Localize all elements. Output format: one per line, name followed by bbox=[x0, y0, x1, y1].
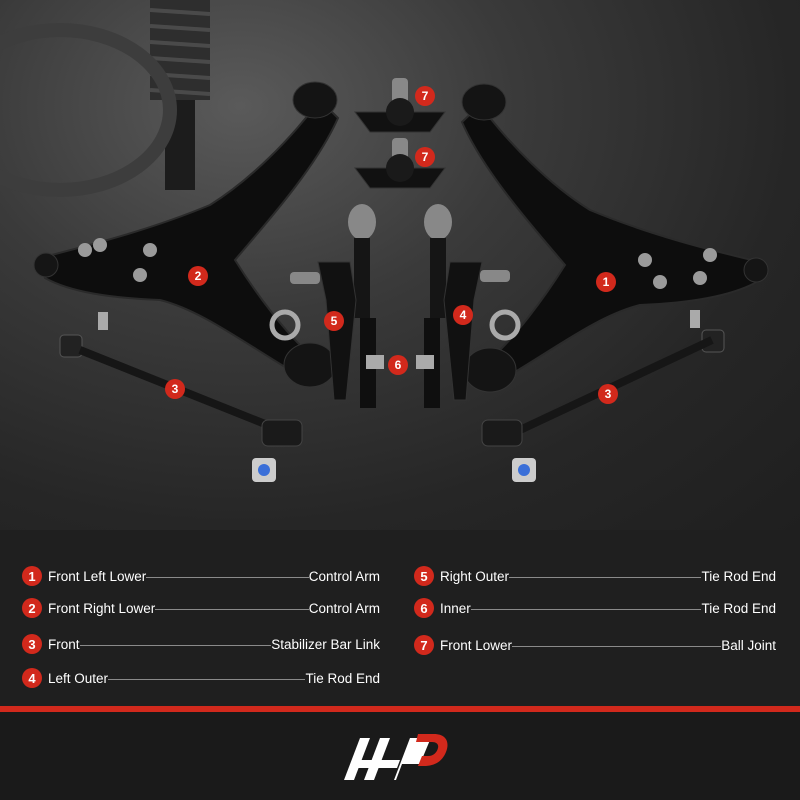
legend-number-badge: 4 bbox=[22, 668, 42, 688]
legend-item: 1 Front Left Lower Control Arm bbox=[22, 564, 380, 588]
legend-part-type: Tie Rod End bbox=[305, 670, 380, 686]
parts-legend: 1 Front Left Lower Control Arm 2 Front R… bbox=[0, 545, 800, 705]
legend-leader-line bbox=[509, 576, 702, 578]
callout-1: 1 bbox=[596, 272, 616, 292]
left-arm-bolt bbox=[78, 243, 92, 257]
inner-tie-rod-left bbox=[348, 204, 384, 408]
legend-part-position: Right Outer bbox=[440, 568, 510, 584]
right-arm-bolt bbox=[638, 253, 652, 267]
legend-part-type: Ball Joint bbox=[721, 637, 776, 653]
ball-joint-top bbox=[354, 78, 446, 133]
legend-part-position: Front Right Lower bbox=[48, 600, 156, 616]
legend-number-badge: 7 bbox=[414, 635, 434, 655]
ball-joint-bottom bbox=[354, 138, 446, 189]
left-control-arm-shape bbox=[38, 98, 340, 372]
legend-leader-line bbox=[108, 678, 306, 680]
legend-number-badge: 3 bbox=[22, 634, 42, 654]
legend-item: 5 Right Outer Tie Rod End bbox=[414, 564, 776, 588]
legend-part-position: Front bbox=[48, 636, 80, 652]
legend-part-position: Front Left Lower bbox=[48, 568, 147, 584]
legend-leader-line bbox=[79, 644, 272, 646]
callout-4: 4 bbox=[453, 305, 473, 325]
legend-item: 2 Front Right Lower Control Arm bbox=[22, 596, 380, 620]
left-arm-bushing-top bbox=[292, 81, 338, 119]
outer-tie-rod-left bbox=[269, 261, 357, 401]
legend-item: 4 Left Outer Tie Rod End bbox=[22, 666, 380, 690]
legend-part-type: Control Arm bbox=[308, 568, 380, 584]
legend-part-position: Inner bbox=[440, 600, 471, 616]
legend-leader-line bbox=[155, 608, 309, 610]
callout-2: 2 bbox=[188, 266, 208, 286]
legend-item: 7 Front Lower Ball Joint bbox=[414, 633, 776, 657]
callout-6: 6 bbox=[388, 355, 408, 375]
callout-3-left: 3 bbox=[165, 379, 185, 399]
left-arm-bolt bbox=[143, 243, 157, 257]
right-arm-bushing-bottom bbox=[463, 347, 517, 393]
legend-item: 6 Inner Tie Rod End bbox=[414, 596, 776, 620]
suspension-parts-illustration bbox=[0, 0, 769, 482]
callout-5: 5 bbox=[324, 311, 344, 331]
legend-number-badge: 1 bbox=[22, 566, 42, 586]
right-arm-bolt bbox=[703, 248, 717, 262]
legend-number-badge: 5 bbox=[414, 566, 434, 586]
legend-part-type: Tie Rod End bbox=[701, 568, 776, 584]
inner-tie-rod-right bbox=[416, 204, 452, 408]
legend-part-type: Tie Rod End bbox=[701, 600, 776, 616]
right-arm-bolt bbox=[653, 275, 667, 289]
legend-item: 3 Front Stabilizer Bar Link bbox=[22, 632, 380, 656]
tire-shape bbox=[0, 23, 177, 197]
product-photo: 2 1 3 3 4 5 6 7 7 bbox=[0, 0, 800, 530]
legend-leader-line bbox=[146, 576, 309, 578]
legend-part-position: Front Lower bbox=[440, 637, 513, 653]
right-arm-bushing-top bbox=[461, 83, 507, 121]
accent-stripe bbox=[0, 706, 800, 712]
callout-7-top: 7 bbox=[415, 86, 435, 106]
legend-leader-line bbox=[512, 645, 722, 647]
legend-leader-line bbox=[470, 608, 702, 610]
footer-bar bbox=[0, 712, 800, 800]
left-arm-bolt bbox=[93, 238, 107, 252]
left-arm-end bbox=[33, 252, 59, 278]
legend-part-position: Left Outer bbox=[48, 670, 109, 686]
legend-number-badge: 2 bbox=[22, 598, 42, 618]
brand-logo-icon bbox=[344, 734, 448, 780]
callout-7-bottom: 7 bbox=[415, 147, 435, 167]
legend-number-badge: 6 bbox=[414, 598, 434, 618]
right-arm-bolt bbox=[693, 271, 707, 285]
right-control-arm-shape bbox=[460, 103, 762, 377]
outer-tie-rod-right bbox=[443, 261, 521, 401]
stabilizer-link-right bbox=[481, 310, 725, 482]
callout-3-right: 3 bbox=[598, 384, 618, 404]
spring-coils bbox=[149, 8, 211, 96]
left-arm-bolt bbox=[133, 268, 147, 282]
right-arm-end bbox=[743, 257, 769, 283]
legend-part-type: Stabilizer Bar Link bbox=[271, 636, 380, 652]
left-arm-bushing-bottom bbox=[283, 342, 337, 388]
legend-part-type: Control Arm bbox=[308, 600, 380, 616]
